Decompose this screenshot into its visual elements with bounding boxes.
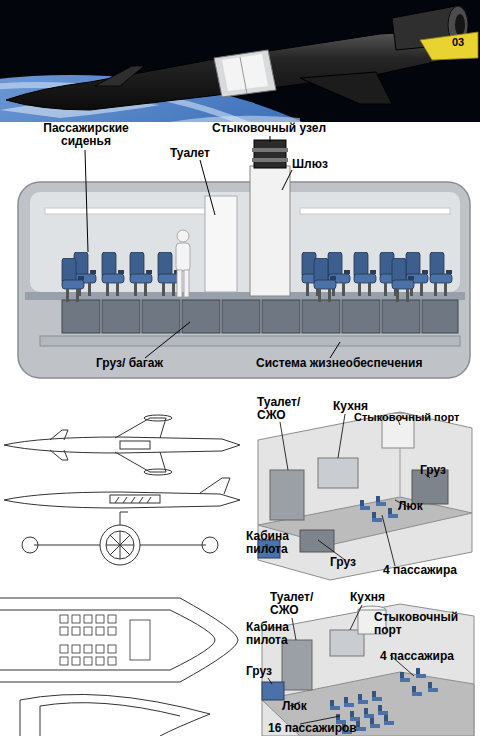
callout-label: Туалет <box>170 147 230 160</box>
callout-label: Груз <box>420 464 460 477</box>
callout-label: Кабина пилота <box>246 621 306 647</box>
callout-label: Пассажирские сиденья <box>36 122 136 148</box>
callout-label: Туалет/ СЖО <box>270 591 326 617</box>
tail-number: 03 <box>452 36 478 49</box>
callout-label: 4 пассажира <box>383 564 478 577</box>
plan-seat-grid <box>60 615 150 665</box>
cabin-cutaway <box>18 140 470 378</box>
callout-label: 16 пассажиров <box>268 722 388 735</box>
callout-label: Кабина пилота <box>246 530 306 556</box>
callout-label: Система жизнеобеспечения <box>256 357 456 370</box>
cutaway-4-seat <box>258 412 472 580</box>
callout-label: Груз/ багаж <box>96 357 206 370</box>
callout-label: Люк <box>398 500 438 513</box>
callout-label: Стыковочный порт <box>354 411 480 424</box>
callout-label: Туалет/ СЖО <box>257 396 313 422</box>
airlock <box>250 140 290 296</box>
callout-label: Кухня <box>350 591 400 604</box>
spaceplane-render <box>0 0 480 122</box>
callout-label: Груз <box>246 665 286 678</box>
callout-label: Шлюз <box>292 158 342 171</box>
plan-drawings <box>0 415 240 736</box>
person-figure <box>176 230 190 297</box>
callout-label: Груз <box>330 556 370 569</box>
callout-label: Стыковочный порт <box>374 611 466 637</box>
callout-label: Люк <box>282 700 322 713</box>
callout-label: Стыковочный узел <box>212 122 352 135</box>
cutaway-16-seat <box>262 604 474 736</box>
cargo-boxes <box>62 300 458 333</box>
callout-label: 4 пассажира <box>380 650 475 663</box>
toilet-module <box>205 196 237 292</box>
